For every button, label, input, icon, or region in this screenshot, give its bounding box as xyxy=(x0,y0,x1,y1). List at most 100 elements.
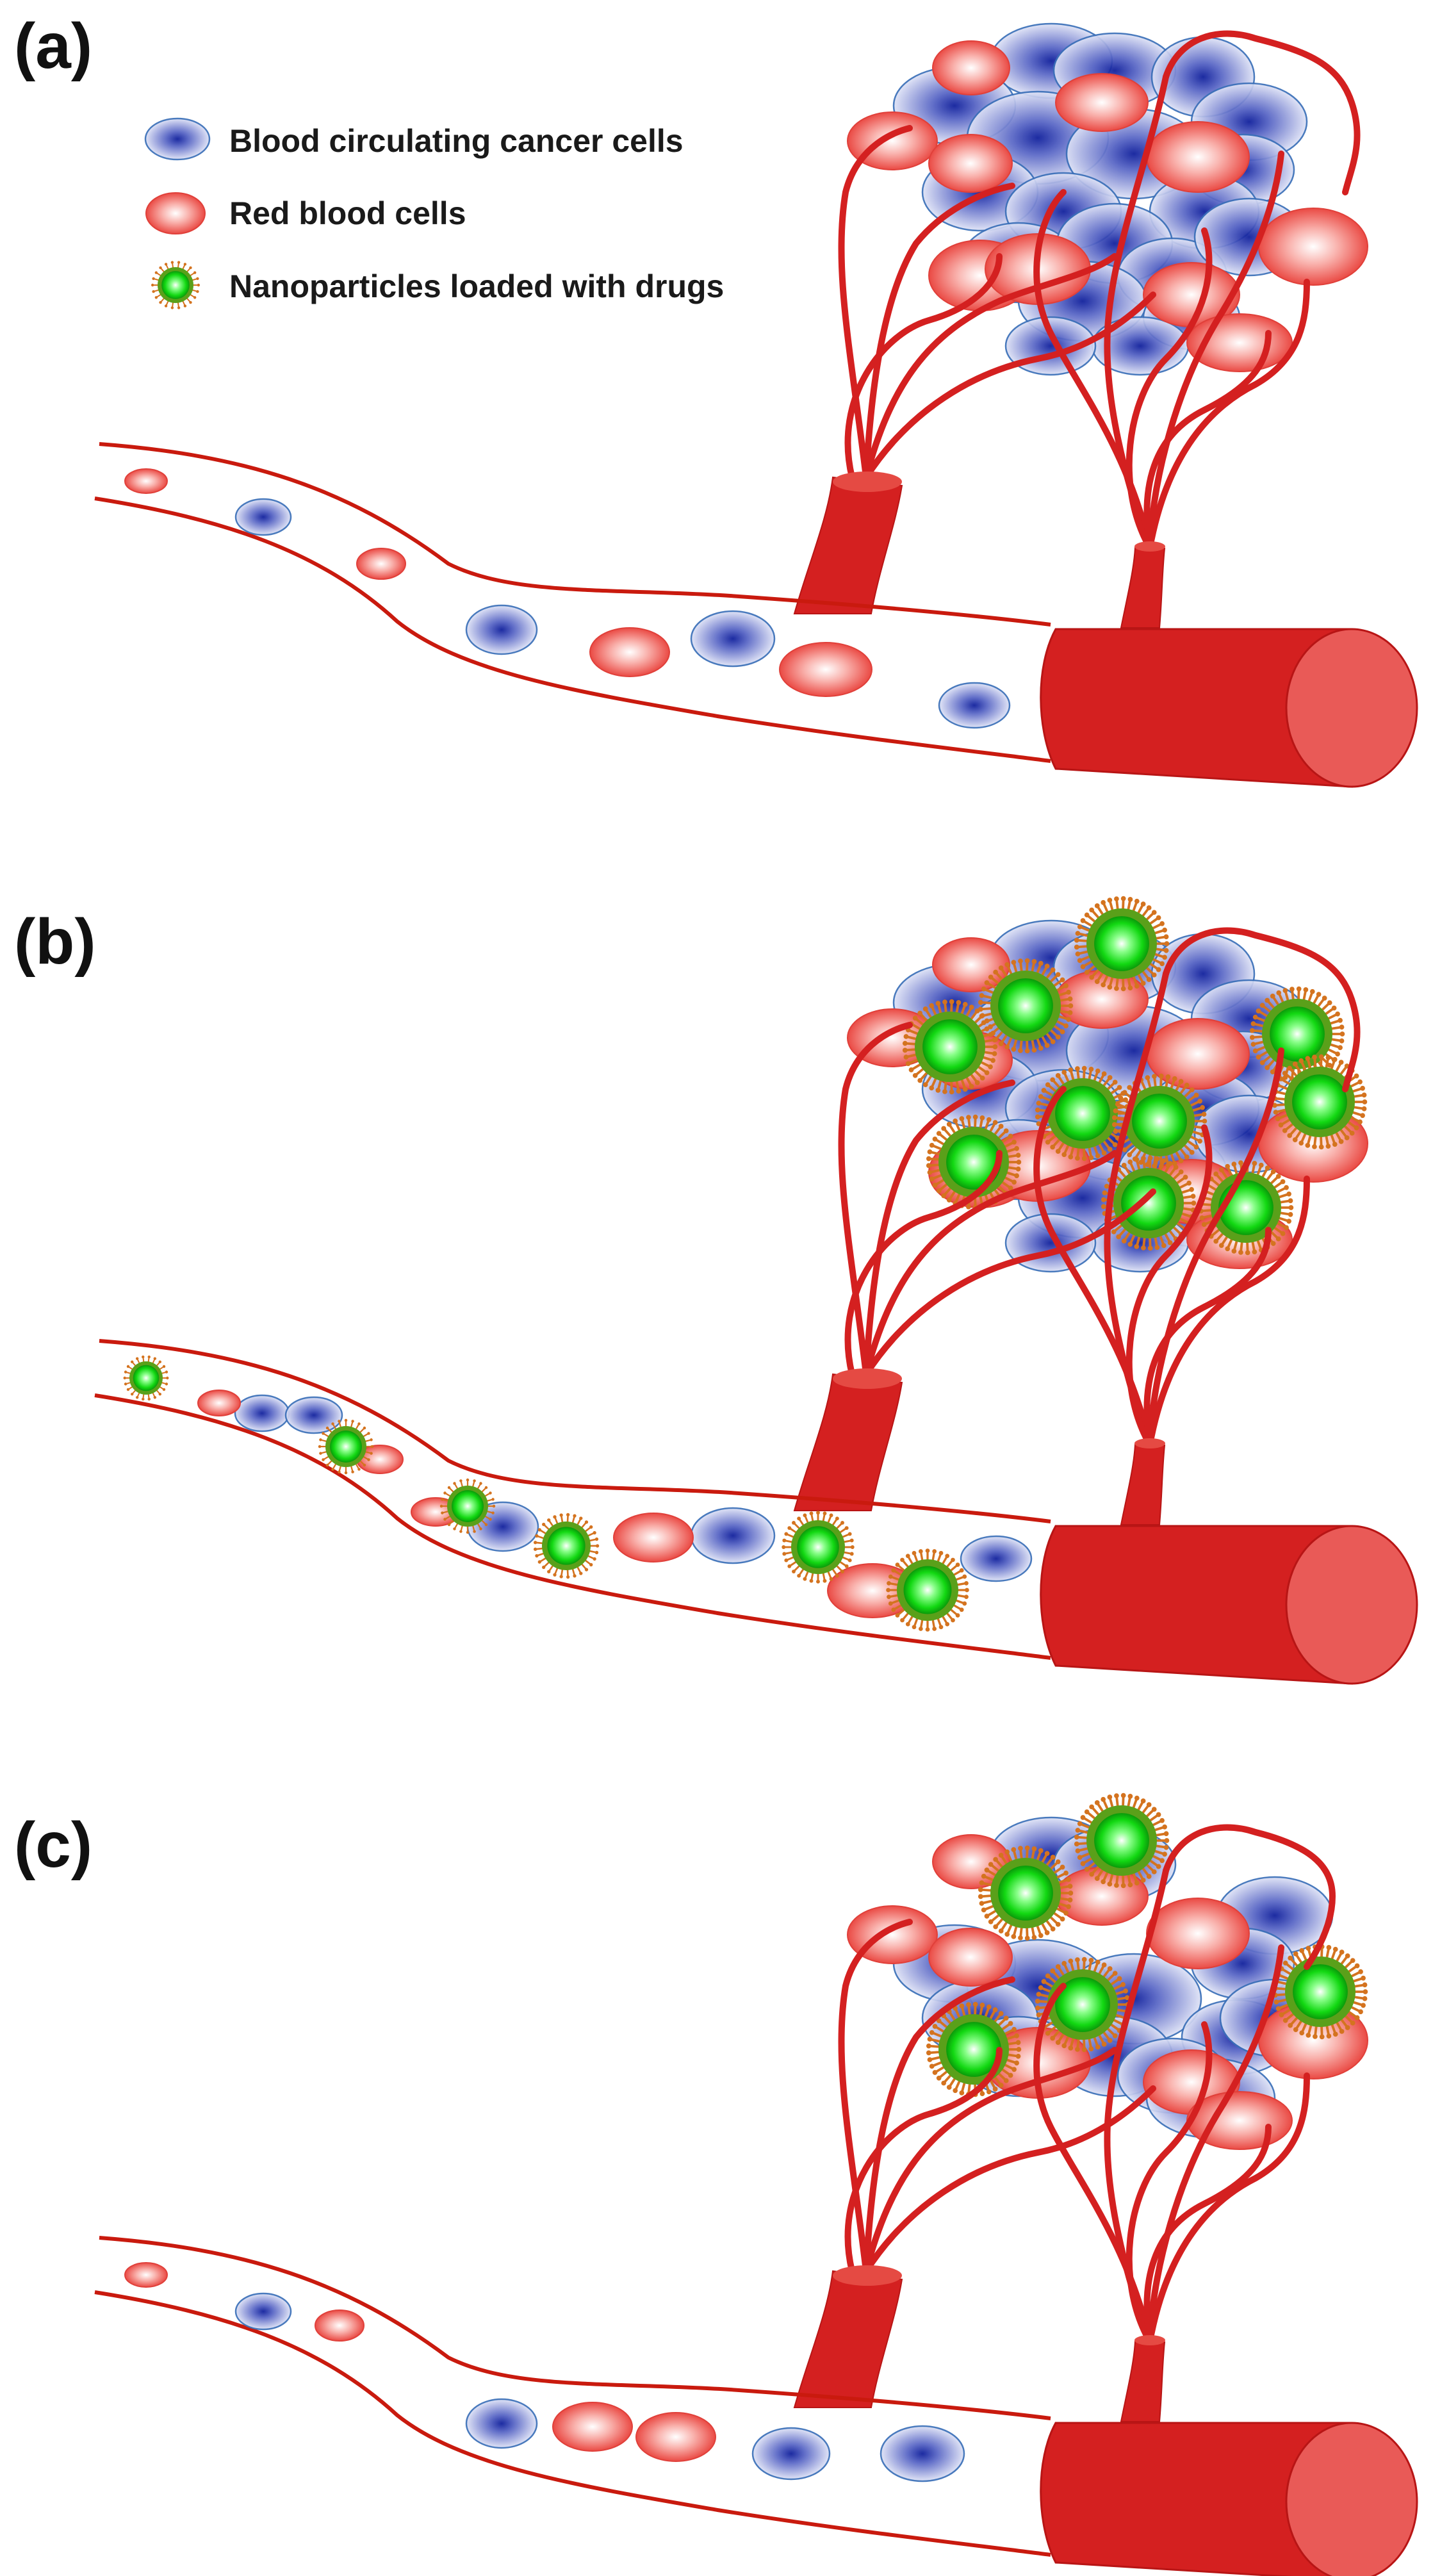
nanoparticle-spike-tip xyxy=(949,1089,954,1095)
nanoparticle-spike-tip xyxy=(589,1563,593,1567)
nanoparticle-spike-tip xyxy=(978,1887,983,1892)
nanoparticle-spike-tip xyxy=(900,1618,905,1623)
nanoparticle-spike-tip xyxy=(152,290,155,293)
nanoparticle-spike-tip xyxy=(1080,918,1086,923)
nanoparticle-spike-tip xyxy=(1335,1011,1340,1017)
nanoparticle-spike-tip xyxy=(1035,1998,1040,2004)
nanoparticle-spike-tip xyxy=(441,1511,444,1514)
nanoparticle-spike-tip xyxy=(1151,1807,1157,1812)
nanoparticle-spike-tip xyxy=(1325,1144,1331,1149)
feeder-vessel-right-opening xyxy=(1134,541,1165,552)
nanoparticle-spike-tip xyxy=(1095,1959,1101,1965)
nanoparticle-spike-tip xyxy=(491,1511,495,1514)
nanoparticle-spike-tip xyxy=(1011,960,1017,965)
panel-c xyxy=(94,1793,1418,2576)
nanoparticle-spike-tip xyxy=(1011,1179,1017,1185)
nanoparticle-spike-tip xyxy=(559,1575,563,1579)
nanoparticle-spike-tip xyxy=(988,1919,994,1924)
nanoparticle-spike-tip xyxy=(1276,990,1282,996)
nanoparticle-spike-tip xyxy=(589,1525,593,1529)
nanoparticle-spike-tip xyxy=(1156,1864,1161,1869)
nanoparticle-spike-tip xyxy=(535,1534,539,1538)
nanoparticle-spike-tip xyxy=(1338,1045,1343,1051)
nanoparticle-spike-tip xyxy=(1004,1849,1010,1855)
capillary xyxy=(844,1150,1003,1377)
nanoparticle-spike-tip xyxy=(1121,1163,1127,1168)
nanoparticle-spike-tip xyxy=(1088,1155,1094,1160)
nanoparticle-spike-tip xyxy=(566,1575,570,1579)
nanoparticle-spike-tip xyxy=(979,993,985,998)
nanoparticle-spike-tip xyxy=(1077,1855,1083,1860)
nanoparticle-spike-tip xyxy=(926,2050,931,2056)
nanoparticle-spike-tip xyxy=(887,1580,891,1586)
main-vessel-cylinder xyxy=(1040,628,1353,788)
nanoparticle-spike-tip xyxy=(566,1513,570,1517)
nanoparticle-spike-tip xyxy=(479,1482,482,1485)
cancer-cell xyxy=(938,682,1011,729)
nanoparticle-spike-tip xyxy=(1189,1087,1195,1093)
cancer-cell xyxy=(284,1396,343,1434)
nanoparticle-spike-tip xyxy=(1008,2021,1013,2026)
panel-label-b: (b) xyxy=(14,906,96,978)
nanoparticle-spike-tip xyxy=(1050,1077,1056,1083)
nanoparticle-spike-tip xyxy=(131,1360,134,1364)
nanoparticle-spike-tip xyxy=(1075,1066,1080,1071)
nanoparticle-spike-tip xyxy=(927,1149,933,1154)
nanoparticle xyxy=(782,1511,855,1584)
capillary xyxy=(1143,1227,1272,1448)
nanoparticle-spike-tip xyxy=(1089,974,1095,980)
nanoparticle-spike-tip xyxy=(1060,977,1065,983)
nanoparticle-spike-tip xyxy=(1327,1000,1332,1006)
vessel-wall-top xyxy=(99,2236,1051,2420)
nanoparticle-spike-tip xyxy=(1183,1174,1188,1180)
nanoparticle-spike-tip xyxy=(941,1126,947,1131)
nanoparticle-spike-tip xyxy=(1134,1157,1140,1162)
nanoparticle-spike-tip xyxy=(1107,1882,1113,1887)
nanoparticle-spike-tip xyxy=(595,1544,600,1548)
nanoparticle-core xyxy=(946,1135,1001,1190)
nanoparticle-spike-tip xyxy=(1162,955,1167,960)
capillary xyxy=(1147,1047,1284,1448)
capillary xyxy=(844,253,1003,480)
nanoparticle-spike-tip xyxy=(1270,1069,1275,1074)
nanoparticle-spike-tip xyxy=(1164,941,1170,946)
nanoparticle-spike-tip xyxy=(959,1568,964,1573)
nanoparticle-spike-tip xyxy=(1089,907,1095,913)
nanoparticle-spike-tip xyxy=(1259,1060,1265,1065)
nanoparticle-spike-tip xyxy=(1345,2025,1350,2030)
nanoparticle-spike-tip xyxy=(1225,1246,1231,1252)
nanoparticle-spike-tip xyxy=(984,1914,990,1919)
nanoparticle-spike-tip xyxy=(1202,1119,1208,1124)
nanoparticle-spike-tip xyxy=(492,1504,496,1508)
feeder-vessel-right xyxy=(1120,1443,1166,1525)
nanoparticle xyxy=(1272,1054,1368,1150)
nanoparticle-spike-tip xyxy=(946,1197,952,1202)
capillary xyxy=(1143,330,1272,551)
nanoparticle-spike-tip xyxy=(1189,1186,1194,1192)
nanoparticle-spike-tip xyxy=(1068,1891,1074,1896)
nanoparticle-spike-tip xyxy=(1165,1074,1171,1079)
nanoparticle-spike-tip xyxy=(1003,2015,1009,2021)
nanoparticle-spike-tip xyxy=(1024,1935,1030,1941)
nanoparticle-spike-tip xyxy=(1158,1073,1164,1079)
cancer-cell xyxy=(880,2425,965,2482)
nanoparticle-spike-tip xyxy=(946,1122,952,1127)
nanoparticle-spike-tip xyxy=(1151,1869,1157,1875)
nanoparticle-core xyxy=(1121,1176,1176,1231)
nanoparticle-spike-tip xyxy=(936,1131,942,1136)
red-blood-cell xyxy=(589,627,670,677)
nanoparticle-spike-tip xyxy=(1265,1165,1270,1171)
nanoparticle-spike-tip xyxy=(840,1570,844,1573)
nanoparticle-spike-tip xyxy=(1094,1800,1100,1805)
nanoparticle-spike-tip xyxy=(489,1518,492,1521)
red-blood-cell xyxy=(928,1928,1013,1987)
nanoparticle-spike-tip xyxy=(537,1560,541,1564)
nanoparticle-spike-tip xyxy=(1293,1951,1298,1957)
nanoparticle-spike-tip xyxy=(1127,1794,1133,1799)
cancer-cell xyxy=(234,1394,290,1432)
nanoparticle-spike-tip xyxy=(351,1470,354,1473)
nanoparticle-spike-tip xyxy=(1292,1137,1298,1142)
vessel-wall-bottom xyxy=(94,1393,1051,1660)
nanoparticle-spike-tip xyxy=(941,1193,947,1199)
nanoparticle-spike-tip xyxy=(927,2037,933,2042)
